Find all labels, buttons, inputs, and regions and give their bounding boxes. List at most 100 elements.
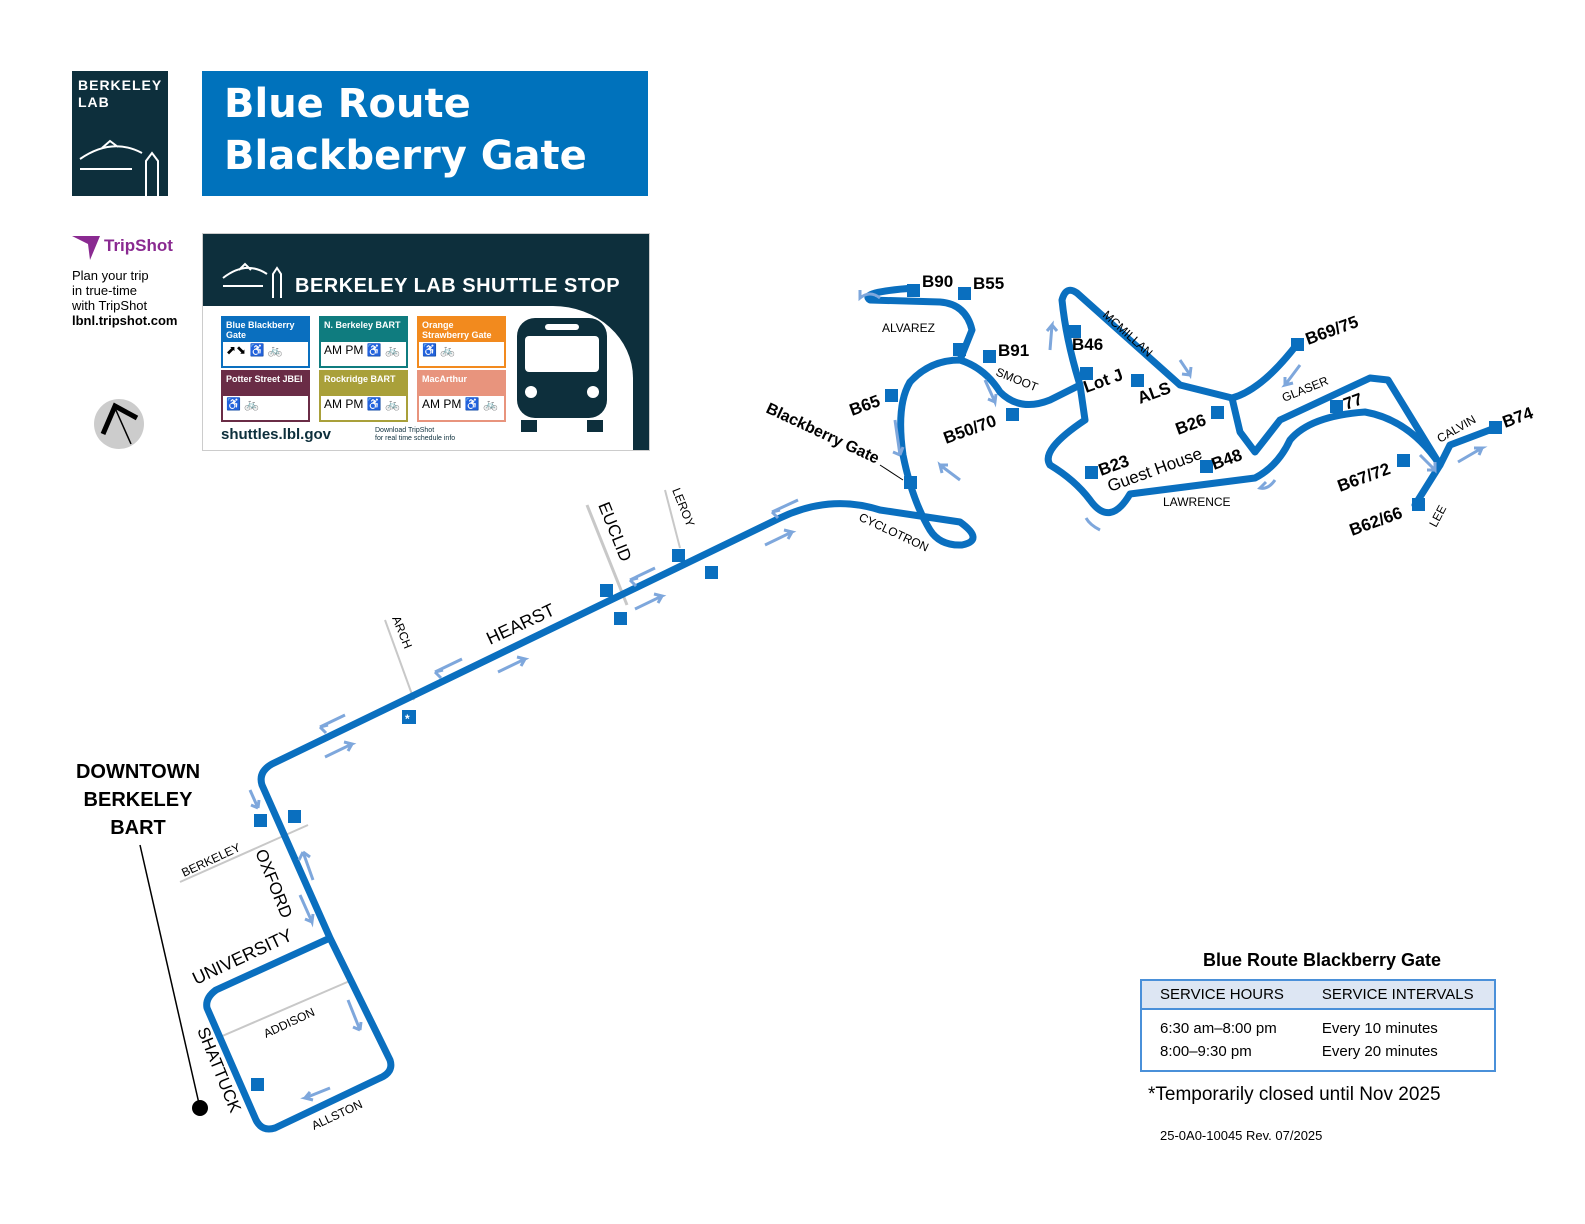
stop-marker xyxy=(672,549,685,562)
direction-arrow xyxy=(634,592,667,611)
stop-marker xyxy=(1200,460,1213,473)
route-tile-icons: AM PM ♿ 🚲 xyxy=(324,343,400,357)
stop-label-b74: B74 xyxy=(1500,403,1536,432)
stop-label-77: 77 xyxy=(1341,389,1365,413)
stop-marker xyxy=(885,389,898,402)
lab-building-icon xyxy=(222,262,282,298)
downtown-label: DOWNTOWN BERKELEY BART xyxy=(76,761,200,839)
route-tile-blue: Blue Blackberry Gate⬈⬊ ♿ 🚲 xyxy=(221,316,310,368)
route-tile-potter: Potter Street JBEI♿ 🚲 xyxy=(221,370,310,422)
title-line-1: Blue Route xyxy=(224,81,471,127)
lab-building-icon xyxy=(79,139,159,196)
bus-icon xyxy=(517,318,607,432)
euclid-street xyxy=(585,504,629,606)
route-tile-icons: AM PM ♿ 🚲 xyxy=(324,397,400,411)
street-label-glaser: GLASER xyxy=(1280,373,1331,404)
direction-arrow xyxy=(983,379,998,408)
tripshot-logo-icon xyxy=(72,236,100,260)
route-tile-icons: ♿ 🚲 xyxy=(226,397,260,411)
stop-label-b50-70: B50/70 xyxy=(941,411,999,448)
direction-arrow xyxy=(770,498,799,520)
bart-leader-line xyxy=(139,844,201,1109)
street-label-addison: ADDISON xyxy=(261,1005,316,1041)
stop-marker xyxy=(1397,454,1410,467)
route-tile-label: Blue Blackberry Gate xyxy=(223,318,308,342)
direction-arrow xyxy=(248,789,261,810)
tripshot-url[interactable]: lbnl.tripshot.com xyxy=(72,313,178,328)
header-service-hours: SERVICE HOURS xyxy=(1141,980,1304,1010)
stop-label-blackberry-gate: Blackberry Gate xyxy=(763,400,882,467)
legend-title: Blue Route Blackberry Gate xyxy=(1202,950,1442,970)
stop-label-b67-72: B67/72 xyxy=(1335,459,1393,496)
route-tile-icons: ♿ 🚲 xyxy=(422,343,456,357)
leroy-street xyxy=(664,489,681,549)
stop-marker xyxy=(614,612,627,625)
closure-note: *Temporarily closed until Nov 2025 xyxy=(1148,1084,1441,1105)
stop-marker xyxy=(1211,406,1224,419)
logo-text: BERKELEY LAB xyxy=(78,77,162,110)
street-label-arch: ARCH xyxy=(389,614,415,651)
side-streets xyxy=(179,489,681,1038)
street-label-lee: LEE xyxy=(1426,503,1449,530)
title-line-2: Blackberry Gate xyxy=(224,133,587,179)
berkeley-street xyxy=(179,824,309,883)
route-tile-label: Potter Street JBEI xyxy=(223,372,308,396)
direction-arrow xyxy=(1045,320,1059,351)
direction-arrow xyxy=(1281,364,1302,388)
street-label-hearst: HEARST xyxy=(483,600,558,649)
route-tile-icons: ⬈⬊ ♿ 🚲 xyxy=(226,343,283,357)
header-service-intervals: SERVICE INTERVALS xyxy=(1303,980,1495,1010)
direction-arrow xyxy=(628,566,656,588)
direction-arrow xyxy=(318,713,346,735)
sign-heading: BERKELEY LAB SHUTTLE STOP xyxy=(295,275,621,297)
download-line-1: Download TripShot xyxy=(375,427,435,434)
street-label-berkeley: BERKELEY xyxy=(179,840,242,879)
direction-arrow xyxy=(1457,446,1488,464)
street-label-calvin: CALVIN xyxy=(1435,412,1479,445)
stop-label-guest-house: Guest House xyxy=(1105,444,1205,496)
stop-marker xyxy=(1291,338,1304,351)
berkeley-lab-logo: BERKELEY LAB xyxy=(72,71,168,196)
stop-marker xyxy=(1085,466,1098,479)
stop-label-b69-75: B69/75 xyxy=(1303,312,1361,349)
tripshot-line-2: in true-time xyxy=(72,283,138,298)
stop-label-lot-j: Lot J xyxy=(1081,365,1126,397)
stop-marker xyxy=(251,1078,264,1091)
arch-street xyxy=(384,619,415,701)
stop-marker xyxy=(958,287,971,300)
shuttles-website-link[interactable]: shuttles.lbl.gov xyxy=(221,426,332,443)
service-legend: Blue Route Blackberry Gate SERVICE HOURS… xyxy=(1140,950,1496,1072)
direction-arrow xyxy=(300,1086,331,1102)
stop-marker xyxy=(983,350,996,363)
addison-street xyxy=(219,979,353,1038)
stop-label-b65: B65 xyxy=(847,391,883,420)
stop-marker xyxy=(1131,374,1144,387)
route-title-banner: Blue Route Blackberry Gate xyxy=(202,71,648,196)
stop-label-b90: B90 xyxy=(922,272,953,291)
direction-arrow xyxy=(346,999,363,1032)
street-label-cyclotron: CYCLOTRON xyxy=(857,510,931,555)
stop-label-b48: B48 xyxy=(1209,445,1245,474)
downtown-label-line: BART xyxy=(110,817,166,839)
direction-arrow xyxy=(1418,453,1437,474)
service-hours-cell: 6:30 am–8:00 pm xyxy=(1160,1020,1277,1037)
direction-arrow xyxy=(892,419,905,457)
service-interval-cell: Every 10 minutes xyxy=(1321,1020,1438,1037)
stop-marker xyxy=(1330,400,1343,413)
direction-arrow xyxy=(1178,359,1193,380)
tripshot-line-1: Plan your trip xyxy=(72,268,149,283)
blackberry-gate-leader xyxy=(879,464,904,481)
stop-marker xyxy=(600,584,613,597)
service-interval-cell: Every 20 minutes xyxy=(1321,1043,1438,1060)
direction-arrow xyxy=(764,528,797,547)
stop-label-b23: B23 xyxy=(1096,451,1132,480)
direction-arrow xyxy=(433,657,463,680)
tripshot-brand: TripShot xyxy=(104,236,173,255)
route-tile-label: MacArthur xyxy=(419,372,504,396)
street-label-oxford: OXFORD xyxy=(251,846,296,921)
direction-arrow xyxy=(1084,517,1101,532)
